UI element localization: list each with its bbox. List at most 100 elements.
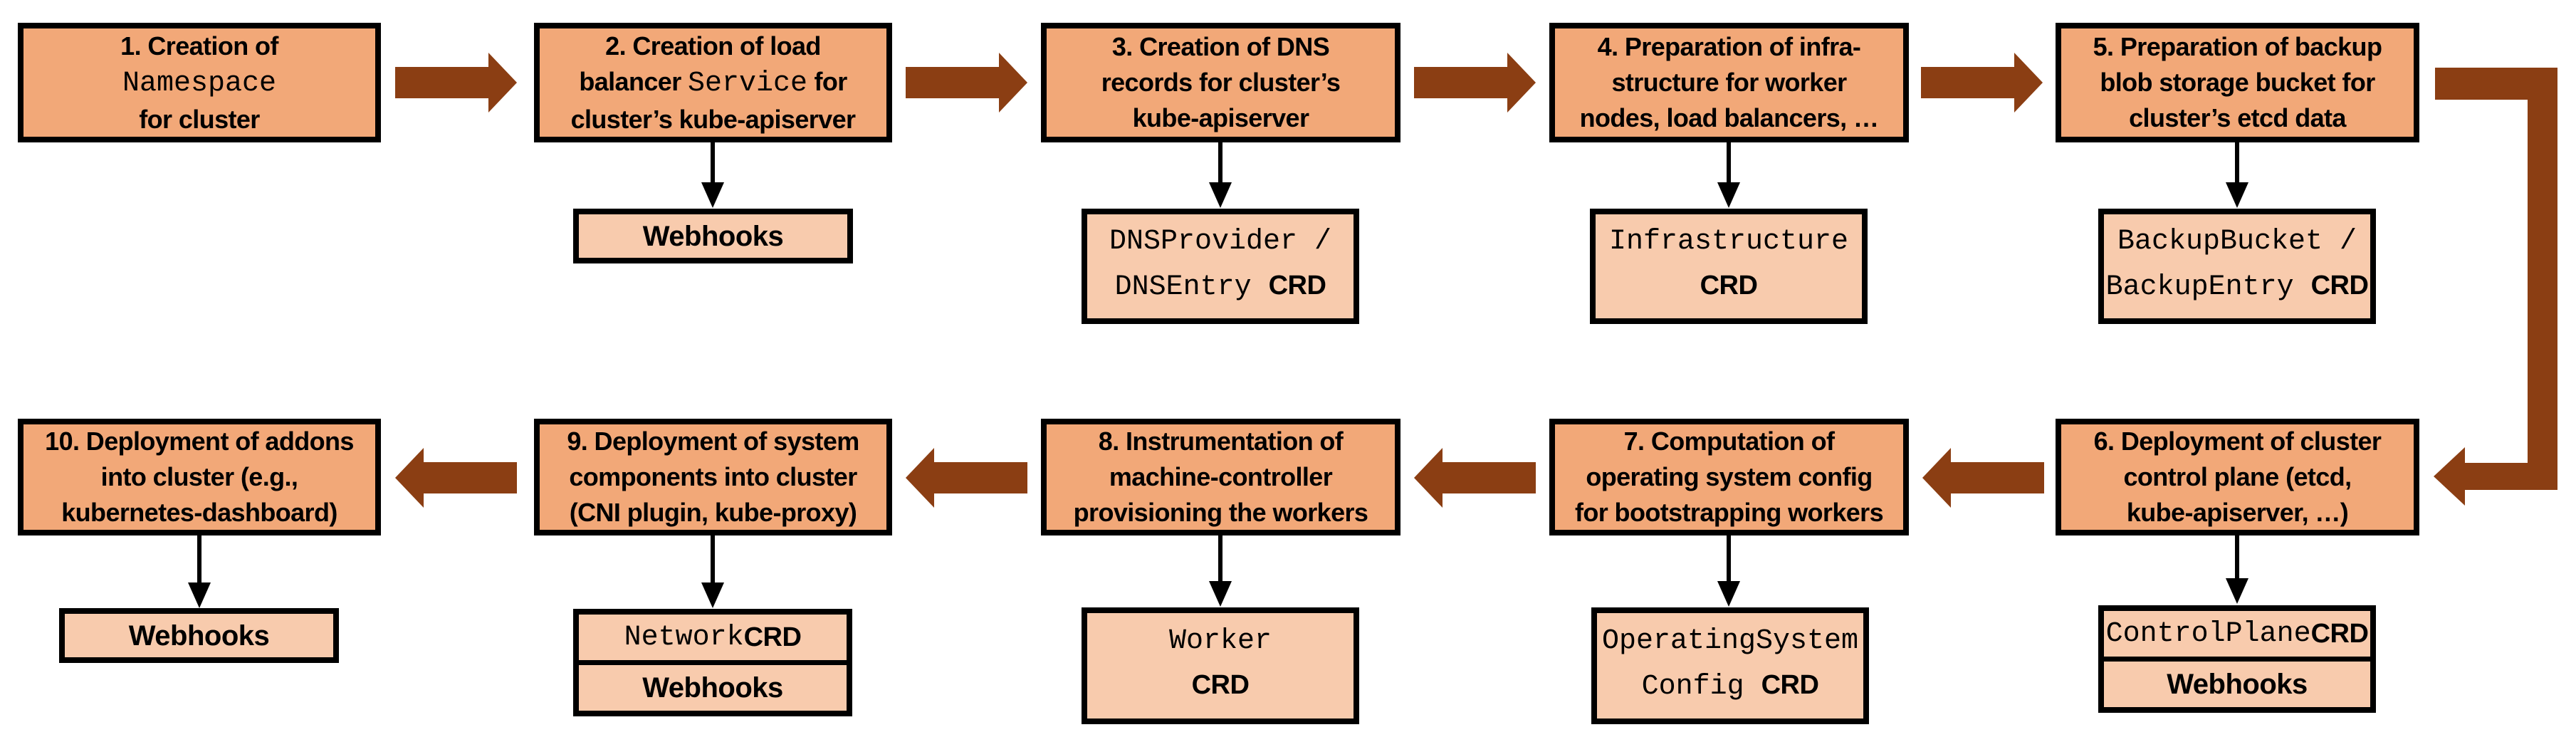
step-10-line-3: kubernetes-dashboard) [61,498,337,527]
infrastructure-crd-box: Infrastructure CRD [1590,209,1868,324]
operating-system-config-crd-box: OperatingSystem Config CRD [1591,607,1869,724]
crd-label: CRD [2310,270,2369,301]
step-6-line-1: 6. Deployment of cluster [2093,427,2382,456]
dns-provider-code: DNSProvider / [1109,225,1332,258]
down-connector-line [1727,142,1731,184]
step-7-line-1: 7. Computation of [1623,427,1835,456]
infrastructure-code: Infrastructure [1608,225,1849,258]
elbow-connector-bottom-bar [2464,463,2557,490]
step-5-box: 5. Preparation of backup blob storage bu… [2056,23,2419,142]
osc-code-line-2: Config [1641,670,1761,703]
step-1-box: 1. Creation of Namespace for cluster [18,23,381,142]
step-7-line-2: operating system config [1586,462,1873,491]
step-1-line-3: for cluster [139,104,260,134]
backup-bucket-code: BackupBucket / [2117,225,2357,258]
step-10-line-2: into cluster (e.g., [100,462,298,491]
dns-entry-code: DNSEntry [1114,271,1269,303]
step-8-line-3: provisioning the workers [1073,498,1368,527]
step-5-line-2: blob storage bucket for [2100,68,2375,97]
step-5-line-1: 5. Preparation of backup [2093,32,2382,61]
down-connector-line [711,535,715,582]
elbow-connector-vertical-bar [2528,68,2557,490]
down-connector-arrowhead-icon [2226,182,2248,208]
step-3-line-2: records for cluster’s [1101,68,1341,97]
step-3-line-3: kube-apiserver [1132,103,1309,132]
down-connector-arrowhead-icon [701,182,724,208]
step-2-line-2: balancer Service for [579,66,847,100]
down-connector-arrowhead-icon [1717,581,1740,607]
step-2-box: 2. Creation of load balancer Service for… [534,23,892,142]
flow-arrow-right-icon [906,53,1027,113]
webhooks-label: Webhooks [128,620,270,652]
webhooks-box-step-10: Webhooks [59,608,339,663]
webhooks-cell: Webhooks [579,660,847,711]
webhooks-cell: Webhooks [2104,657,2370,707]
step-6-box: 6. Deployment of cluster control plane (… [2056,419,2419,535]
step-8-box: 8. Instrumentation of machine-controller… [1041,419,1400,535]
osc-code-line-1: OperatingSystem [1601,625,1859,657]
down-connector-line [2235,535,2239,580]
worker-crd-box: Worker CRD [1082,607,1359,724]
step-5-line-3: cluster’s etcd data [2129,103,2346,132]
step-9-line-3: (CNI plugin, kube-proxy) [569,498,857,527]
network-code: Network [624,621,744,654]
flow-arrow-left-icon [906,448,1027,508]
step-7-box: 7. Computation of operating system confi… [1549,419,1909,535]
crd-label: CRD [1191,669,1250,700]
backup-entry-code: BackupEntry [2105,271,2311,303]
crd-label: CRD [743,622,802,652]
step-3-line-1: 3. Creation of DNS [1111,32,1330,61]
step-9-line-2: components into cluster [569,462,857,491]
down-connector-line [1218,535,1222,581]
crd-label: CRD [1268,270,1326,301]
step-3-box: 3. Creation of DNS records for cluster’s… [1041,23,1400,142]
flow-arrow-right-icon [1414,53,1536,113]
step-8-line-1: 8. Instrumentation of [1098,427,1344,456]
worker-code: Worker [1168,625,1272,657]
down-connector-line [1727,535,1731,581]
flow-arrow-left-icon [1414,448,1536,508]
flow-arrow-right-icon [1921,53,2043,113]
down-connector-arrowhead-icon [2226,578,2248,604]
flow-arrow-left-icon [1922,448,2044,508]
controlplane-crd-cell: ControlPlane CRD [2104,611,2370,657]
step-1-resource-code: Namespace [122,67,277,100]
step-2-resource-code: Service [688,67,808,100]
controlplane-code: ControlPlane [2105,617,2311,650]
down-connector-arrowhead-icon [1717,182,1740,208]
step-2-line-3: cluster’s kube-apiserver [570,104,856,134]
crd-label: CRD [1761,669,1819,700]
flow-arrow-left-icon [395,448,517,508]
step-4-line-2: structure for worker [1611,68,1847,97]
step-6-line-3: kube-apiserver, …) [2126,498,2349,527]
down-connector-line [1218,142,1222,184]
step-9-line-1: 9. Deployment of system [567,427,859,456]
down-connector-line [711,142,715,184]
backup-crd-box: BackupBucket / BackupEntry CRD [2098,209,2376,324]
elbow-connector-arrowhead-icon [2434,447,2465,506]
down-connector-line [197,535,201,582]
down-connector-arrowhead-icon [188,582,211,608]
webhooks-label: Webhooks [642,220,784,252]
network-crd-webhooks-box: Network CRD Webhooks [573,609,852,716]
down-connector-arrowhead-icon [701,582,724,608]
crd-label: CRD [1700,270,1758,301]
dns-crd-box: DNSProvider / DNSEntry CRD [1082,209,1359,324]
flow-arrow-right-icon [395,53,517,113]
webhooks-box-step-2: Webhooks [573,209,853,263]
step-10-line-1: 10. Deployment of addons [45,427,354,456]
step-4-box: 4. Preparation of infra- structure for w… [1549,23,1909,142]
webhooks-label: Webhooks [2167,668,2308,700]
controlplane-crd-webhooks-box: ControlPlane CRD Webhooks [2098,605,2376,713]
down-connector-arrowhead-icon [1209,182,1232,208]
network-crd-cell: Network CRD [579,615,847,660]
step-4-line-1: 4. Preparation of infra- [1597,32,1861,61]
down-connector-arrowhead-icon [1209,581,1232,607]
webhooks-label: Webhooks [642,672,783,704]
step-1-line-1: 1. Creation of [120,31,278,61]
step-2-line-1: 2. Creation of load [605,31,821,61]
step-4-line-3: nodes, load balancers, … [1579,103,1879,132]
step-7-line-3: for bootstrapping workers [1574,498,1884,527]
step-10-box: 10. Deployment of addons into cluster (e… [18,419,381,535]
